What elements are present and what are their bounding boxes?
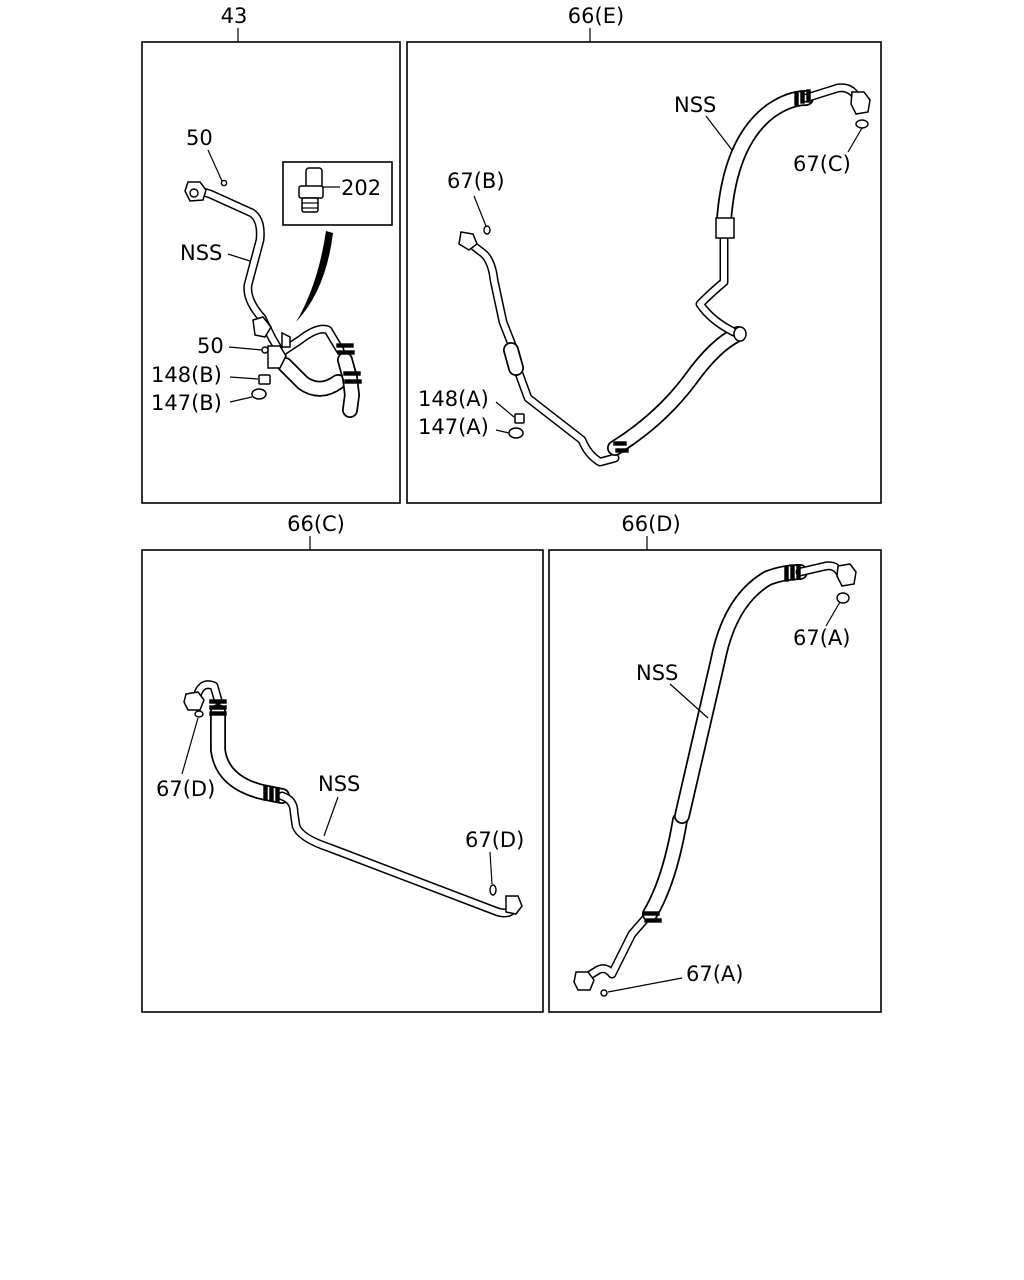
label-nss-66d: NSS: [636, 661, 678, 685]
o-ring-67a-lower: [600, 989, 608, 997]
panel-66e-callout: 66(E): [568, 4, 624, 28]
panel-66e: 66(E) NSS: [406, 4, 882, 504]
o-ring-67b: [483, 225, 491, 235]
hose-assembly-66c: [183, 680, 523, 918]
hose-assembly-66d: [573, 561, 857, 991]
label-50-lower: 50: [197, 334, 224, 358]
switch-detail-box: 202: [282, 161, 393, 226]
pressure-switch-icon: [298, 167, 324, 213]
cap-147b: [251, 388, 267, 400]
label-67d-left: 67(D): [156, 777, 215, 801]
label-202: 202: [341, 176, 381, 200]
label-67a-lower: 67(A): [686, 962, 743, 986]
o-ring-50-upper: [220, 179, 228, 187]
pipe-assembly-43: [184, 181, 362, 418]
label-147a: 147(A): [418, 415, 489, 439]
panel-66c: 66(C) 67(D) NSS 67(D): [141, 512, 544, 1013]
label-148b: 148(B): [151, 363, 222, 387]
panel-66c-callout: 66(C): [287, 512, 345, 536]
o-ring-67d-right: [489, 884, 497, 896]
label-67b: 67(B): [447, 169, 505, 193]
hose-assembly-66e: [458, 83, 871, 467]
label-148a: 148(A): [418, 387, 489, 411]
label-nss-66e: NSS: [674, 93, 716, 117]
nut-148a: [514, 413, 525, 424]
detail-arrow: [296, 231, 333, 322]
label-50-upper: 50: [186, 126, 213, 150]
panel-66d-callout: 66(D): [621, 512, 680, 536]
panel-66c-frame: [141, 549, 544, 1013]
label-67c: 67(C): [793, 152, 851, 176]
panel-43: 43: [141, 4, 401, 504]
cap-147a: [508, 427, 524, 439]
panel-43-frame: [141, 41, 401, 504]
label-67a-upper: 67(A): [793, 626, 850, 650]
o-ring-67c: [855, 119, 869, 129]
panel-66d-frame: [548, 549, 882, 1013]
panel-43-callout: 43: [221, 4, 248, 28]
label-nss-43: NSS: [180, 241, 222, 265]
label-nss-66c: NSS: [318, 772, 360, 796]
nut-148b: [258, 374, 271, 385]
panel-66e-frame: [406, 41, 882, 504]
o-ring-50-lower: [261, 346, 269, 354]
label-67d-right: 67(D): [465, 828, 524, 852]
label-147b: 147(B): [151, 391, 222, 415]
panel-66d: 66(D) 67(A) NSS 67(A): [548, 512, 882, 1013]
o-ring-67d-left: [194, 710, 204, 718]
o-ring-67a-upper: [836, 592, 850, 604]
